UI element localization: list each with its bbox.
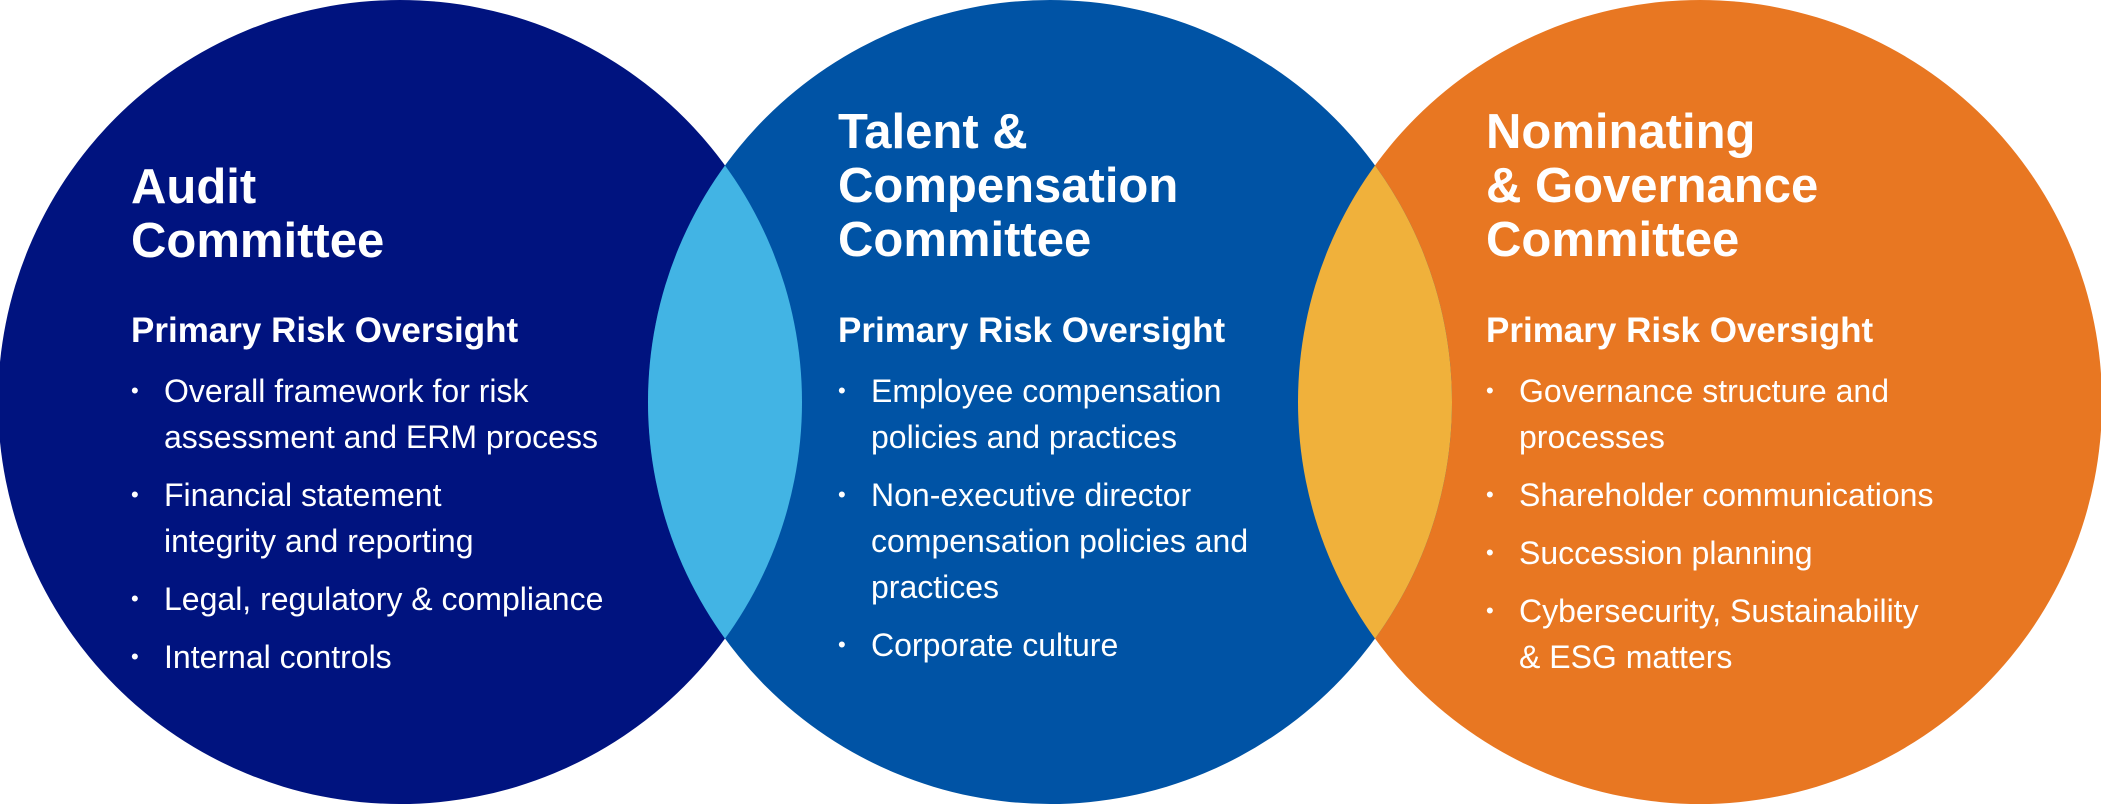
talent-committee-circle xyxy=(648,0,1452,804)
item-line: Succession planning xyxy=(1519,535,1813,571)
item-line: policies and practices xyxy=(871,419,1177,455)
item-line: processes xyxy=(1519,419,1665,455)
item-line: Employee compensation xyxy=(871,373,1222,409)
item-line: & ESG matters xyxy=(1519,639,1733,675)
title-line: Committee xyxy=(1486,213,1740,267)
list-item: • Governance structure and processes xyxy=(1486,368,1986,460)
bullet-icon: • xyxy=(838,378,846,403)
item-line: Financial statement xyxy=(164,477,442,513)
title-line: Audit xyxy=(131,160,257,214)
title-line: Talent & xyxy=(838,105,1028,159)
title-line: & Governance xyxy=(1486,159,1819,213)
bullet-icon: • xyxy=(1486,482,1494,507)
list-item: • Internal controls xyxy=(131,634,651,680)
bullet-icon: • xyxy=(1486,540,1494,565)
risk-oversight-list: • Employee compensation policies and pract… xyxy=(838,368,1288,680)
list-item: • Shareholder communications xyxy=(1486,472,1986,518)
primary-risk-oversight-heading: Primary Risk Oversight xyxy=(838,311,1226,350)
committee-title: Audit Committee xyxy=(131,160,384,268)
bullet-icon: • xyxy=(131,644,139,669)
list-item: • Employee compensation policies and pract… xyxy=(838,368,1288,460)
item-line: Non-executive director xyxy=(871,477,1192,513)
item-line: practices xyxy=(871,569,1000,605)
bullet-icon: • xyxy=(838,482,846,507)
list-item: • Corporate culture xyxy=(838,622,1288,668)
committee-title: Nominating & Governance Committee xyxy=(1486,105,1818,267)
primary-risk-oversight-heading: Primary Risk Oversight xyxy=(131,311,519,350)
bullet-icon: • xyxy=(1486,378,1494,403)
item-line: compensation policies and xyxy=(871,523,1249,559)
item-line: Cybersecurity, Sustainability xyxy=(1519,593,1919,629)
item-line: Shareholder communications xyxy=(1519,477,1934,513)
title-line: Committee xyxy=(131,214,385,268)
list-item: • Non-executive director compensation poli… xyxy=(838,472,1288,610)
item-line: integrity and reporting xyxy=(164,523,474,559)
item-line: Overall framework for risk xyxy=(164,373,529,409)
primary-risk-oversight-heading: Primary Risk Oversight xyxy=(1486,311,1874,350)
bullet-icon: • xyxy=(131,378,139,403)
title-line: Committee xyxy=(838,213,1092,267)
bullet-icon: • xyxy=(1486,598,1494,623)
bullet-icon: • xyxy=(131,586,139,611)
bullet-icon: • xyxy=(131,482,139,507)
list-item: • Overall framework for risk assessment an… xyxy=(131,368,651,460)
nominating-committee-circle xyxy=(1298,0,2101,804)
list-item: • Legal, regulatory & compliance xyxy=(131,576,651,622)
committee-title: Talent & Compensation Committee xyxy=(838,105,1178,267)
list-item: • Succession planning xyxy=(1486,530,1986,576)
title-line: Compensation xyxy=(838,159,1179,213)
risk-oversight-list: • Overall framework for risk assessment an… xyxy=(131,368,651,692)
item-line: Legal, regulatory & compliance xyxy=(164,581,604,617)
item-line: Governance structure and xyxy=(1519,373,1889,409)
item-line: Corporate culture xyxy=(871,627,1119,663)
audit-committee-circle xyxy=(0,0,802,804)
bullet-icon: • xyxy=(838,632,846,657)
item-line: assessment and ERM process xyxy=(164,419,598,455)
item-line: Internal controls xyxy=(164,639,392,675)
risk-oversight-list: • Governance structure and processes • Shar… xyxy=(1486,368,1986,692)
title-line: Nominating xyxy=(1486,105,1756,159)
list-item: • Financial statement integrity and report… xyxy=(131,472,651,564)
list-item: • Cybersecurity, Sustainability & ESG matt… xyxy=(1486,588,1986,680)
